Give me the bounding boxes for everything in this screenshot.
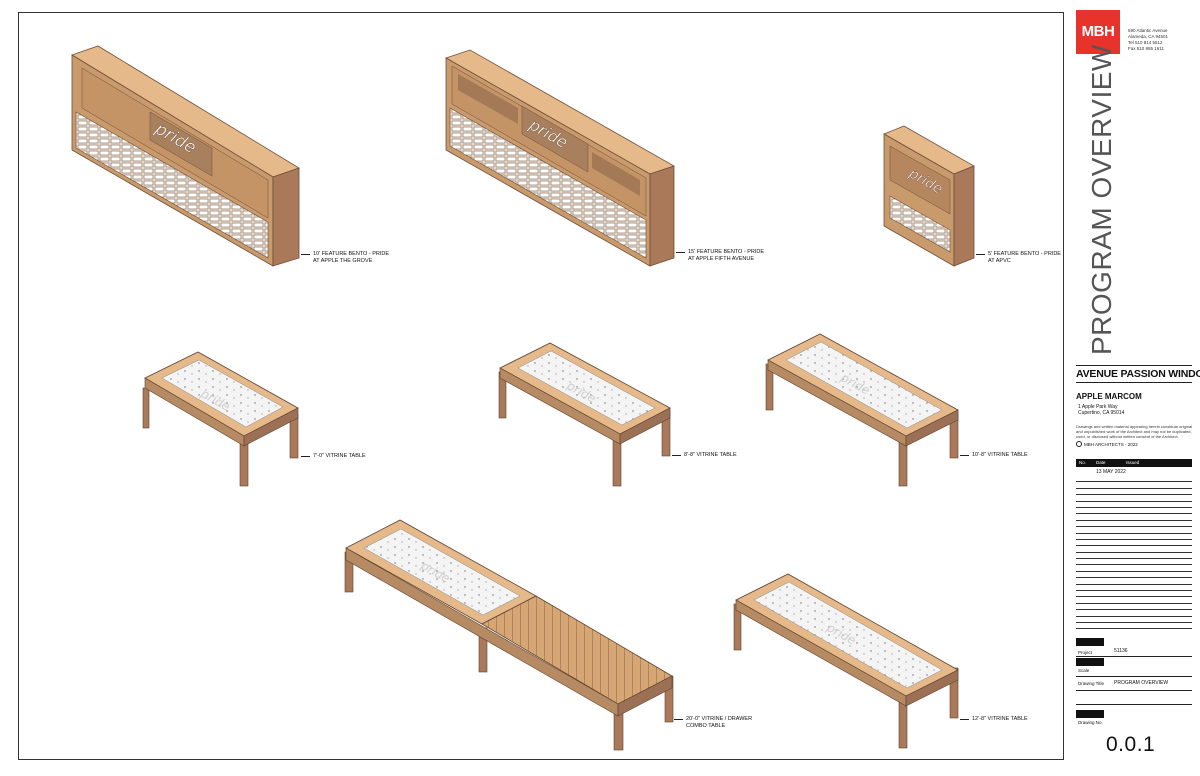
bento-15ft-illustration [445,49,675,267]
drawing-title-label: Drawing Title [1078,681,1105,686]
vitrine-table-8ft-illustration [498,342,671,487]
bento-5ft-illustration [883,125,975,267]
scale-label-bar [1076,658,1104,666]
divider [1076,656,1192,657]
project-label-bar [1076,638,1104,646]
drawing-number: 0.0.1 [1106,733,1156,756]
divider [1076,690,1192,691]
mbh-logo: MBH [1076,10,1120,54]
firm-copyright-line: MBH ARCHITECTS - 2022 [1076,441,1138,447]
drawing-no-label: Drawing No. [1078,720,1103,725]
scale-label: Scale [1078,668,1090,673]
firm-address: 590 Atlantic Avenue Alameda, CA 94501 Te… [1128,28,1169,51]
callout-table-12ft: 12'-8" VITRINE TABLE [960,716,1028,723]
title-block: MBH 590 Atlantic Avenue Alameda, CA 9450… [1068,0,1200,776]
vitrine-table-7ft-illustration [142,351,299,487]
sheet-title-vertical: PROGRAM OVERVIEW [1086,44,1117,355]
revision-header: No. Date Issued [1076,459,1192,467]
bento-10ft-illustration [71,45,300,267]
combo-table-20ft-illustration [344,519,674,751]
callout-table-10ft: 10'-8" VITRINE TABLE [960,452,1028,459]
copyright-notice: Drawings and written material appearing … [1076,424,1193,439]
divider [1076,382,1192,383]
project-name: AVENUE PASSION WINDOWS [1076,368,1200,380]
revision-date: 13 MAY 2022 [1096,469,1126,475]
project-label: Project [1078,650,1093,655]
drawing-title-value: PROGRAM OVERVIEW [1114,680,1169,686]
firm-mark-icon [1076,441,1082,447]
divider [1076,704,1192,705]
divider [1076,365,1192,366]
drawing-frame [18,12,1064,760]
vitrine-table-12ft-illustration [733,573,959,749]
project-number: 51136 [1114,648,1128,654]
callout-table-7ft: 7'-0" VITRINE TABLE [301,453,366,460]
drawing-canvas: pride pride pride pride pride pride prid… [71,45,975,751]
client-name: APPLE MARCOM [1076,392,1142,401]
divider [1076,676,1192,677]
callout-table-8ft: 8'-8" VITRINE TABLE [672,452,737,459]
vitrine-table-10ft-illustration [765,333,959,487]
revision-rows [1076,476,1192,630]
client-address: 1 Apple Park Way Cupertino, CA 95014 [1078,404,1125,416]
drawing-no-label-bar [1076,710,1104,718]
